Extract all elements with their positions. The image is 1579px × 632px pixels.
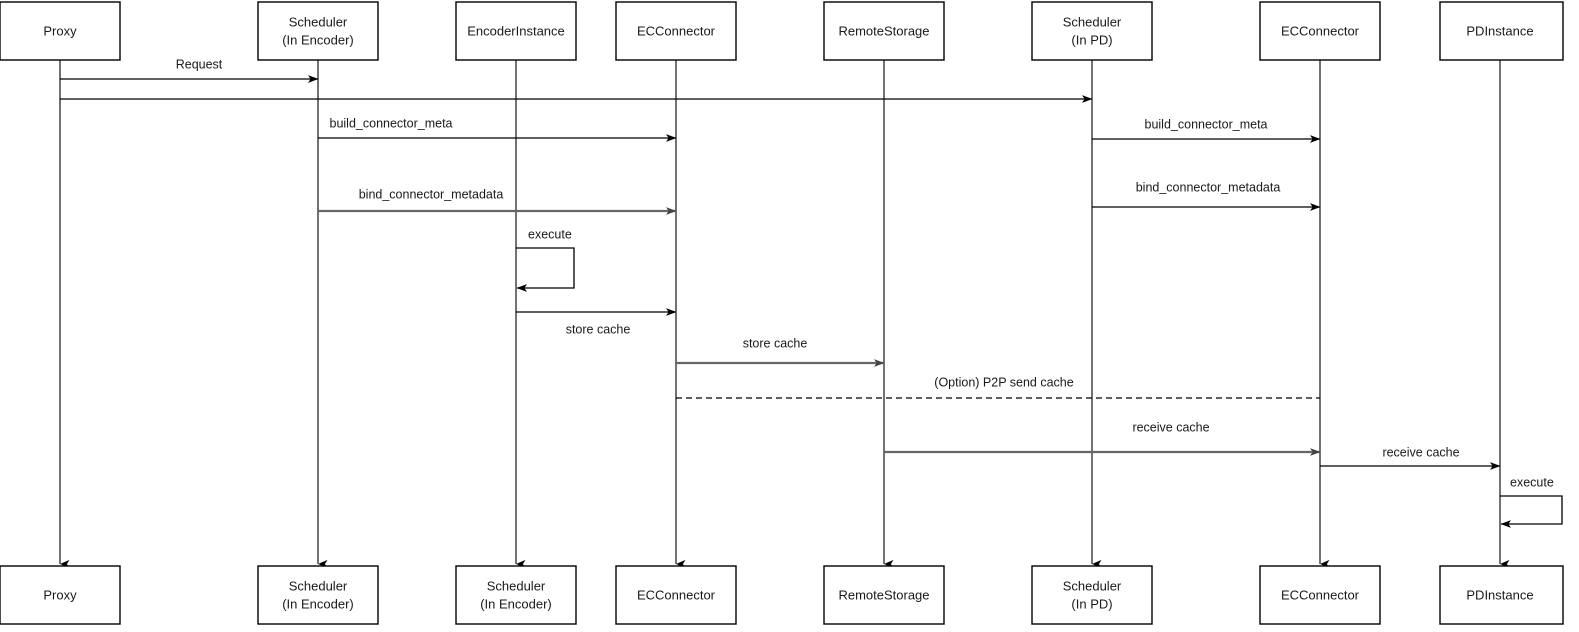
message-m10: receive cache	[884, 420, 1321, 456]
participant-top-sched_enc[interactable]: Scheduler (In Encoder)	[257, 1, 379, 61]
message-m4: build_connector_meta	[1092, 117, 1321, 143]
participant-bottom-pd_inst[interactable]: PDInstance	[1439, 565, 1564, 625]
message-label: (Option) P2P send cache	[934, 375, 1073, 389]
participant-label-line2: (In Encoder)	[282, 596, 354, 611]
participant-label-line1: Scheduler	[289, 14, 348, 29]
message-label: store cache	[743, 336, 808, 350]
participant-top-ecc_right[interactable]: ECConnector	[1259, 1, 1381, 61]
message-label: bind_connector_metadata	[359, 187, 504, 201]
participant-bottom-proxy[interactable]: Proxy	[0, 565, 121, 625]
participant-bottom-ecc_left[interactable]: ECConnector	[615, 565, 737, 625]
participant-bottom-sched_enc[interactable]: Scheduler (In Encoder)	[257, 565, 379, 625]
message-label: receive cache	[1382, 445, 1459, 459]
self-message-label: execute	[528, 227, 572, 241]
participant-label-line1: ECConnector	[1281, 587, 1360, 602]
participant-label-line1: RemoteStorage	[838, 23, 929, 38]
message-m9: (Option) P2P send cache	[676, 375, 1320, 399]
self-message-path	[1500, 495, 1563, 528]
message-m11: receive cache	[1320, 445, 1501, 470]
message-label: bind_connector_metadata	[1136, 180, 1281, 194]
participant-label-line1: RemoteStorage	[838, 587, 929, 602]
participant-label-line1: ECConnector	[637, 23, 716, 38]
participant-label-line1: PDInstance	[1466, 587, 1533, 602]
participant-top-pd_inst[interactable]: PDInstance	[1439, 1, 1564, 61]
message-m5: bind_connector_metadata	[318, 187, 677, 215]
message-m1: Request	[60, 57, 319, 83]
participant-label-line2: (In Encoder)	[480, 596, 552, 611]
participant-label-line1: Scheduler	[1063, 578, 1122, 593]
self-message-s2: execute	[1500, 475, 1563, 528]
participant-label-line1: Scheduler	[289, 578, 348, 593]
participant-top-encoder_inst[interactable]: EncoderInstance	[455, 1, 577, 61]
participant-label-line1: Scheduler	[1063, 14, 1122, 29]
message-m8: store cache	[676, 336, 885, 367]
participant-label-line1: Scheduler	[487, 578, 546, 593]
self-message-label: execute	[1510, 475, 1554, 489]
participant-label-line2: (In Encoder)	[282, 32, 354, 47]
message-m3: build_connector_meta	[318, 116, 677, 142]
message-label: build_connector_meta	[330, 116, 453, 130]
participant-label-line1: PDInstance	[1466, 23, 1533, 38]
lifelines-layer	[59, 60, 1510, 569]
participant-bottom-encoder_inst[interactable]: Scheduler (In Encoder)	[455, 565, 577, 625]
participant-bottom-ecc_right[interactable]: ECConnector	[1259, 565, 1381, 625]
self-message-path	[516, 247, 575, 292]
self-messages-layer: execute execute	[516, 227, 1563, 528]
messages-layer: Request build_connector_meta build_connect…	[60, 57, 1501, 470]
participant-bottom-sched_pd[interactable]: Scheduler (In PD)	[1031, 565, 1153, 625]
message-m7: store cache	[516, 308, 677, 336]
participant-label-line1: ECConnector	[637, 587, 716, 602]
message-label: store cache	[566, 322, 631, 336]
participant-label-line1: Proxy	[43, 587, 77, 602]
participant-label-line1: ECConnector	[1281, 23, 1360, 38]
message-label: Request	[176, 57, 223, 71]
participant-label-line2: (In PD)	[1071, 32, 1112, 47]
participant-label-line1: Proxy	[43, 23, 77, 38]
message-label: build_connector_meta	[1145, 117, 1268, 131]
message-m6: bind_connector_metadata	[1092, 180, 1321, 211]
participant-top-sched_pd[interactable]: Scheduler (In PD)	[1031, 1, 1153, 61]
participant-label-line1: EncoderInstance	[467, 23, 565, 38]
participant-label-line2: (In PD)	[1071, 596, 1112, 611]
message-label: receive cache	[1132, 420, 1209, 434]
participant-bottom-remote[interactable]: RemoteStorage	[823, 565, 945, 625]
participant-top-proxy[interactable]: Proxy	[0, 1, 121, 61]
participant-top-remote[interactable]: RemoteStorage	[823, 1, 945, 61]
participant-top-ecc_left[interactable]: ECConnector	[615, 1, 737, 61]
self-message-s1: execute	[516, 227, 575, 292]
